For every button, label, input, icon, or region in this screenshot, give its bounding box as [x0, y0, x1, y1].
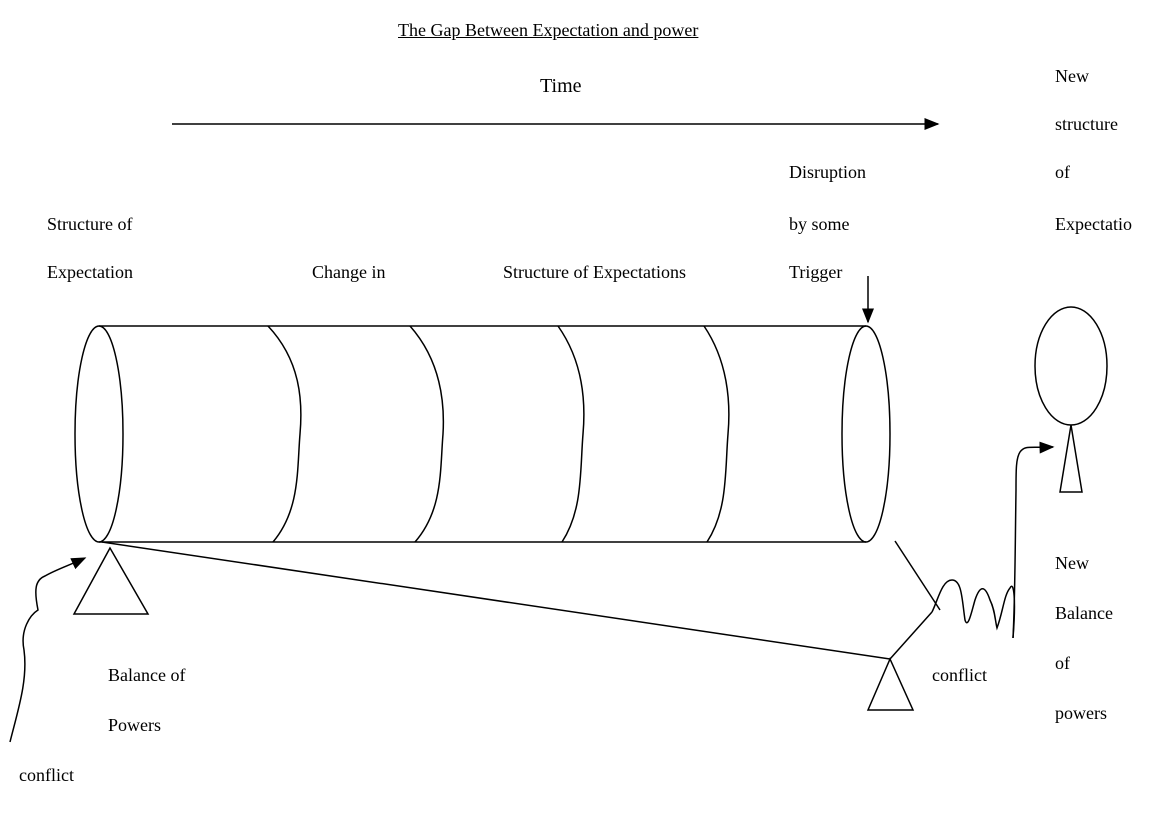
structure-of-expectations-label: Structure of Expectations: [503, 262, 686, 282]
left-fulcrum-triangle: [72, 546, 150, 615]
change-in-label: Change in: [312, 262, 386, 282]
cylinder-section-3: [557, 325, 585, 543]
cylinder-right-end: [841, 325, 891, 543]
cylinder-left-end: [74, 325, 124, 543]
diagram-title: The Gap Between Expectation and power: [398, 20, 699, 40]
right-fulcrum-triangle: [866, 657, 915, 711]
lever-line: [101, 541, 891, 660]
new-balance-triangle: [1059, 424, 1083, 493]
expectation-cylinder: [74, 325, 891, 543]
conflict-left-label: conflict: [19, 765, 74, 785]
conflict-right-label: conflict: [932, 665, 987, 685]
left-conflict-squiggle: [9, 557, 87, 743]
time-label: Time: [540, 75, 582, 97]
cylinder-section-1: [267, 325, 302, 543]
cylinder-section-2: [409, 325, 445, 543]
cylinder-section-4: [703, 325, 730, 543]
right-conflict-zigzag: [889, 441, 1055, 660]
new-expectation-oval: [1034, 306, 1108, 426]
